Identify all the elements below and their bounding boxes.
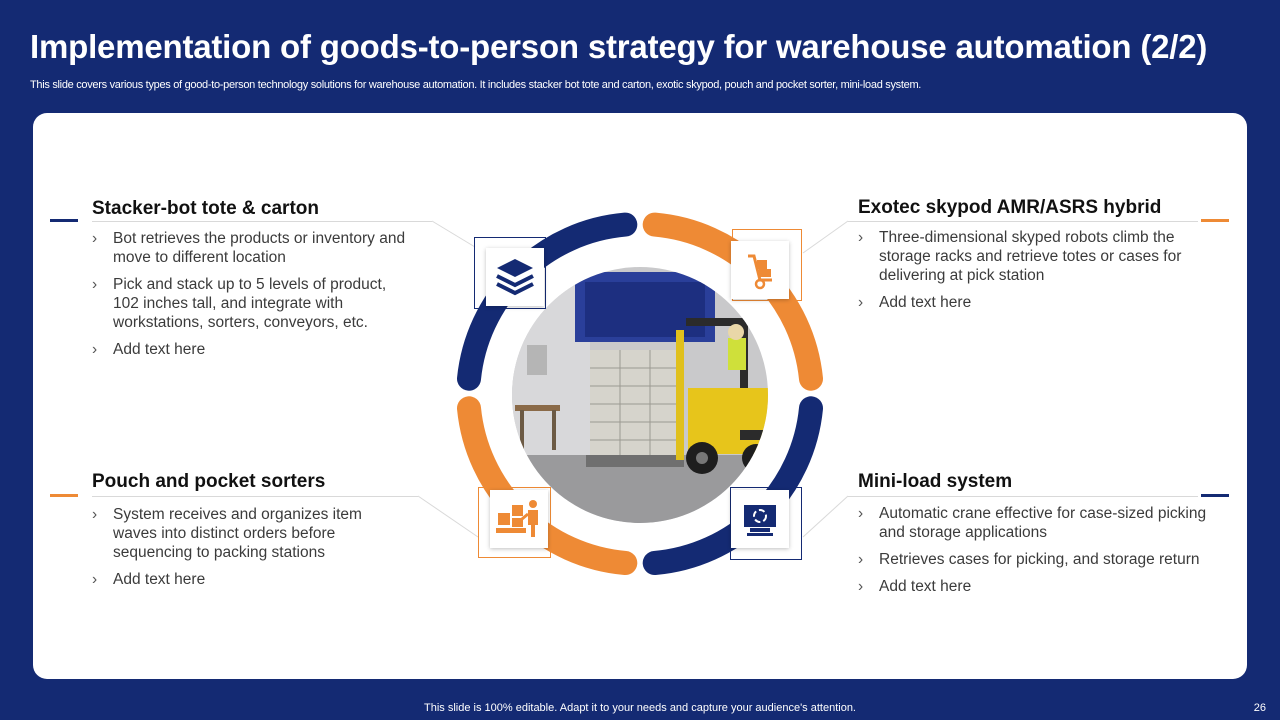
accent-bar-top-left (50, 219, 78, 222)
list-item: ›Bot retrieves the products or inventory… (92, 230, 406, 266)
slide-title: Implementation of goods-to-person strate… (30, 28, 1208, 65)
list-item: ›Pick and stack up to 5 levels of produc… (92, 276, 387, 331)
list-item: ›Automatic crane effective for case-size… (858, 505, 1207, 541)
list-item: ›Add text here (858, 578, 972, 595)
list-item: ›System receives and organizes item wave… (92, 506, 362, 561)
heading-rule (848, 221, 1198, 222)
list-item: ›Add text here (858, 294, 972, 311)
monitor-icon-box (731, 490, 789, 548)
icon-frame-bottom-left (478, 487, 551, 558)
list-item: ›Add text here (92, 571, 206, 588)
icon-frame-bottom-right (730, 487, 802, 560)
heading-rule (848, 496, 1198, 497)
section-heading-pouch-sorters: Pouch and pocket sorters (92, 471, 326, 492)
connector-line (417, 495, 479, 538)
worker-boxes-icon-box (490, 490, 548, 548)
layers-icon (496, 259, 534, 296)
accent-bar-bottom-left (50, 494, 78, 497)
section-heading-stacker-bot: Stacker-bot tote & carton (92, 198, 319, 219)
section-heading-exotec-skypod: Exotec skypod AMR/ASRS hybrid (858, 197, 1162, 218)
heading-rule (92, 221, 432, 222)
accent-bar-bottom-right (1201, 494, 1229, 497)
hand-truck-icon (748, 254, 772, 290)
hand-truck-icon-box (731, 241, 789, 299)
slide-subtitle: This slide covers various types of good-… (30, 79, 922, 91)
bullet-list-exotec-skypod: ›Three-dimensional skyped robots climb t… (858, 228, 1203, 320)
monitor-icon (744, 505, 776, 536)
bullet-list-mini-load: ›Automatic crane effective for case-size… (858, 504, 1228, 604)
list-item: ›Three-dimensional skyped robots climb t… (858, 229, 1182, 284)
connector-line (802, 220, 849, 254)
bullet-list-pouch-sorters: ›System receives and organizes item wave… (92, 505, 392, 597)
icon-frame-top-left (474, 237, 546, 309)
bullet-list-stacker-bot: ›Bot retrieves the products or inventory… (92, 229, 412, 367)
list-item: ›Retrieves cases for picking, and storag… (858, 551, 1200, 568)
worker-boxes-icon (496, 500, 538, 537)
layers-icon-box (486, 248, 544, 306)
accent-bar-top-right (1201, 219, 1229, 222)
page-number: 26 (1253, 702, 1266, 714)
connector-line (802, 495, 849, 538)
heading-rule (92, 496, 418, 497)
footer-note: This slide is 100% editable. Adapt it to… (424, 702, 856, 714)
section-heading-mini-load: Mini-load system (858, 471, 1013, 492)
list-item: ›Add text here (92, 341, 206, 358)
connector-line (431, 220, 476, 248)
